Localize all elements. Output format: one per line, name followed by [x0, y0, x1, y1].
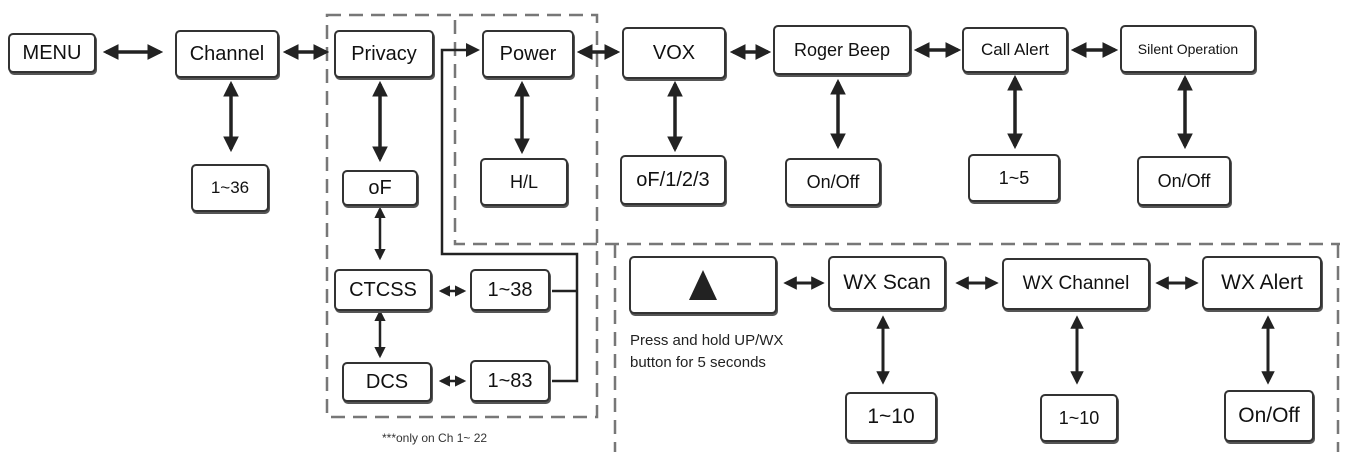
- wx-alert-value: On/Off: [1238, 404, 1300, 427]
- up-arrow-icon: [689, 270, 717, 300]
- privacy-off-value: oF: [368, 176, 392, 199]
- wx-channel-value-box: 1~10: [1040, 394, 1118, 442]
- channel-box: Channel: [175, 30, 279, 78]
- silent-operation-value-box: On/Off: [1137, 156, 1231, 206]
- call-alert-value-box: 1~5: [968, 154, 1060, 202]
- wx-scan-label: WX Scan: [843, 271, 931, 294]
- privacy-label: Privacy: [351, 42, 417, 65]
- power-label: Power: [499, 42, 557, 65]
- wx-channel-label: WX Channel: [1022, 273, 1130, 294]
- dcs-box: DCS: [342, 362, 432, 402]
- vox-value-box: oF/1/2/3: [620, 155, 726, 205]
- press-hold-note: Press and hold UP/WX button for 5 second…: [630, 330, 783, 374]
- power-value-box: H/L: [480, 158, 568, 206]
- call-alert-label: Call Alert: [980, 40, 1050, 59]
- roger-beep-box: Roger Beep: [773, 25, 911, 75]
- wx-channel-box: WX Channel: [1002, 258, 1150, 310]
- menu-label: MENU: [22, 41, 82, 64]
- dcs-label: DCS: [365, 370, 409, 393]
- privacy-box: Privacy: [334, 30, 434, 78]
- wx-alert-label: WX Alert: [1221, 271, 1303, 294]
- privacy-to-power-connector: [440, 48, 579, 383]
- wx-alert-value-box: On/Off: [1224, 390, 1314, 442]
- power-box: Power: [482, 30, 574, 78]
- press-hold-note-line2: button for 5 seconds: [630, 354, 766, 371]
- dcs-value: 1~83: [487, 369, 533, 392]
- roger-beep-value: On/Off: [806, 171, 860, 192]
- wx-scan-box: WX Scan: [828, 256, 946, 310]
- privacy-to-power-arrowhead: [466, 43, 480, 57]
- silent-operation-value: On/Off: [1157, 170, 1211, 191]
- wx-group-outline: [613, 244, 1340, 452]
- channel-value: 1~36: [210, 178, 250, 197]
- vox-label: VOX: [652, 41, 696, 64]
- wx-alert-box: WX Alert: [1202, 256, 1322, 310]
- vox-value: oF/1/2/3: [636, 168, 710, 191]
- ctcss-value-box: 1~38: [470, 269, 550, 311]
- silent-operation-label: Silent Operation: [1137, 41, 1239, 57]
- main-menu-group-outline: [453, 20, 1340, 246]
- wx-scan-value-box: 1~10: [845, 392, 937, 442]
- menu-box: MENU: [8, 33, 96, 73]
- call-alert-value: 1~5: [998, 167, 1030, 188]
- channel-value-box: 1~36: [191, 164, 269, 212]
- press-hold-note-line1: Press and hold UP/WX: [630, 332, 784, 349]
- silent-operation-box: Silent Operation: [1120, 25, 1256, 73]
- ctcss-value: 1~38: [487, 278, 533, 301]
- dcs-value-box: 1~83: [470, 360, 550, 402]
- power-value: H/L: [509, 171, 538, 192]
- wx-channel-value: 1~10: [1058, 407, 1100, 428]
- privacy-group-outline: [325, 13, 599, 419]
- privacy-off-box: oF: [342, 170, 418, 206]
- ctcss-label: CTCSS: [349, 278, 417, 301]
- vox-box: VOX: [622, 27, 726, 79]
- roger-beep-label: Roger Beep: [793, 39, 891, 60]
- call-alert-box: Call Alert: [962, 27, 1068, 73]
- up-wx-button-box: [629, 256, 777, 314]
- privacy-footnote: ***only on Ch 1~ 22: [382, 431, 487, 445]
- roger-beep-value-box: On/Off: [785, 158, 881, 206]
- channel-label: Channel: [189, 42, 265, 65]
- wx-scan-value: 1~10: [867, 405, 915, 428]
- privacy-footnote-text: ***only on Ch 1~ 22: [382, 431, 488, 445]
- ctcss-box: CTCSS: [334, 269, 432, 311]
